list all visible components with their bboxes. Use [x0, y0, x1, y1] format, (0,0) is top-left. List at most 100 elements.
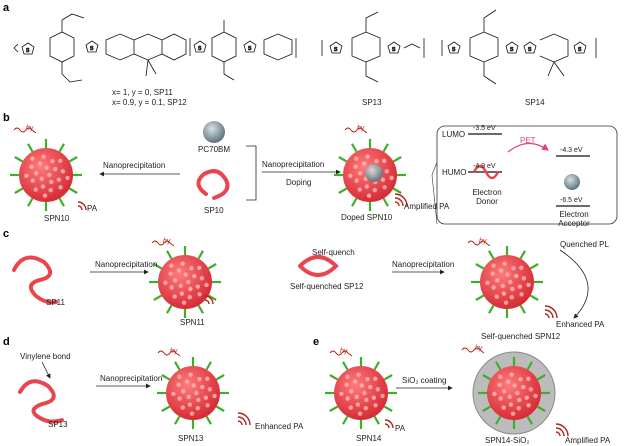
core-bead [177, 396, 182, 401]
core-bead [344, 382, 349, 387]
surface-ligand [519, 250, 526, 260]
core-bead [363, 405, 368, 411]
panel-label-d: d [3, 336, 10, 348]
sp14-structure-label: SP14 [525, 98, 545, 107]
core-bead [345, 374, 350, 379]
core-bead [192, 273, 197, 279]
surface-ligand [488, 250, 495, 260]
core-bead [353, 164, 358, 169]
lumo-label: LUMO [442, 130, 466, 139]
core-bead [518, 377, 523, 382]
b-bracket [246, 145, 257, 201]
inset-callout-lines [431, 161, 438, 225]
panel-label-b: b [3, 112, 10, 124]
core-bead [181, 389, 186, 394]
core-bead [492, 391, 497, 396]
core-bead [352, 379, 358, 384]
core-bead [197, 292, 202, 297]
core-bead [361, 161, 367, 166]
core-bead [34, 171, 39, 176]
surface-ligand [373, 415, 380, 425]
surface-ligand [342, 415, 349, 425]
core-bead [180, 405, 185, 410]
core-bead [188, 372, 193, 377]
hv-label-spn14-sio2: hγ [475, 345, 483, 352]
core-bead [382, 185, 387, 190]
core-bead [372, 187, 377, 193]
core-bead [50, 159, 55, 164]
nanoparticle-spn12 [471, 246, 543, 318]
pet-inset-box [436, 125, 618, 225]
core-bead [357, 187, 362, 192]
pa-wave-arc [384, 419, 394, 429]
core-bead [509, 294, 514, 300]
surface-ligand [14, 187, 24, 194]
core-bead [528, 387, 534, 392]
donor-humo-value: -4.9 eV [473, 163, 496, 170]
sp13-label: SP13 [48, 420, 68, 429]
core-bead [176, 382, 181, 387]
core-bead [197, 377, 202, 382]
spn14-sio2-label: SPN14-SiO₂ [485, 436, 530, 445]
core-bead [516, 405, 521, 411]
panel-label-e: e [313, 336, 320, 348]
surface-ligand [215, 374, 225, 381]
core-bead [503, 300, 509, 305]
core-bead [58, 158, 63, 163]
surface-ligand [58, 197, 65, 207]
core-bead [189, 411, 195, 416]
pa-wave-arc [77, 205, 83, 211]
core-bead [365, 377, 370, 382]
core-bead [502, 261, 507, 266]
sp11-label: SP11 [46, 298, 65, 307]
surface-ligand [161, 374, 171, 381]
core-bead [521, 384, 526, 390]
core-bead [39, 176, 44, 182]
enhanced-pa-label-d: Enhanced PA [255, 422, 304, 431]
surface-ligand [392, 156, 402, 163]
core-bead [60, 169, 66, 174]
pa-wave-arc [237, 416, 247, 426]
core-bead [184, 379, 190, 384]
pa-wave-arc [204, 295, 214, 305]
panel-label-a: a [3, 2, 10, 14]
surface-ligand [382, 197, 389, 207]
surface-ligand [475, 294, 485, 301]
core-bead [507, 394, 512, 400]
pc70bm-label: PC70BM [198, 145, 231, 154]
quench-curved-arrow [559, 249, 589, 319]
core-bead [526, 403, 531, 408]
pa-wave-arc [237, 420, 243, 426]
core-bead [365, 154, 370, 159]
photon-arrow [467, 240, 491, 247]
surface-ligand [207, 263, 217, 270]
core-bead [359, 383, 364, 388]
core-bead [519, 292, 524, 297]
core-bead [29, 164, 34, 169]
core-bead [204, 282, 209, 288]
surface-ligand [529, 294, 539, 301]
self-quenched-sp12-label: Self-quenched SP12 [290, 282, 364, 291]
pa-wave-arc [544, 305, 558, 319]
spn14-label: SPN14 [356, 434, 382, 443]
surface-ligand [161, 405, 171, 412]
core-bead [490, 271, 495, 276]
sio2-coating-label: SiO₂ coating [402, 376, 447, 385]
core-bead [179, 291, 185, 296]
surface-ligand [373, 361, 380, 371]
surface-ligand [482, 405, 492, 412]
core-bead [33, 187, 38, 192]
pa-wave-arc [544, 309, 554, 319]
core-bead [181, 300, 187, 305]
core-bead [339, 391, 344, 396]
core-bead [498, 374, 503, 379]
core-bead [382, 158, 387, 163]
core-bead [501, 291, 507, 296]
surface-ligand [68, 156, 78, 163]
core-bead [348, 173, 353, 178]
photon-arrow [13, 127, 37, 134]
surface-ligand [338, 156, 348, 163]
electron-acceptor-ball [564, 174, 580, 190]
core-bead [521, 276, 527, 281]
spn10-label: SPN10 [44, 214, 70, 223]
